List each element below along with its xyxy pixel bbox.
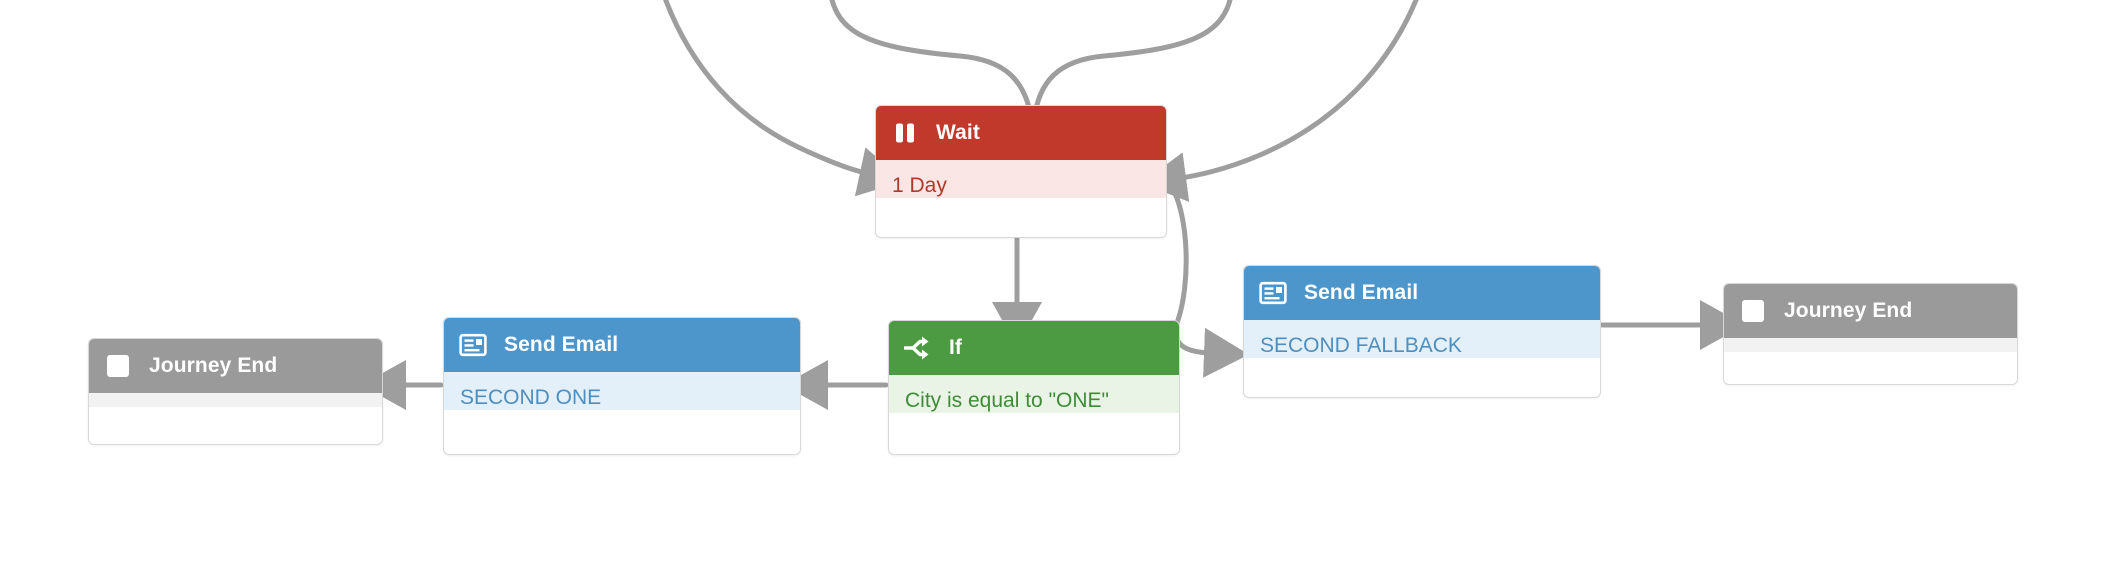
- edge-far-left-curve: [663, 0, 905, 197]
- node-email-second-one-header: Send Email: [444, 318, 800, 372]
- node-wait-header: Wait: [876, 106, 1166, 160]
- node-wait-subtitle: 1 Day: [876, 160, 1166, 198]
- send-email-icon: [458, 330, 488, 360]
- stop-square-icon: [1738, 296, 1768, 326]
- node-email-second-one[interactable]: Send Email SECOND ONE: [443, 317, 801, 455]
- edge-top-merge-left: [829, 0, 1035, 125]
- node-if-header: If: [889, 321, 1179, 375]
- node-if-title: If: [949, 336, 963, 359]
- node-wait-title: Wait: [936, 121, 980, 144]
- node-journey-end-left-title: Journey End: [149, 354, 278, 377]
- node-email-second-fallback-header: Send Email: [1244, 266, 1600, 320]
- send-email-icon: [1258, 278, 1288, 308]
- stop-square-icon: [103, 351, 133, 381]
- node-journey-end-right[interactable]: Journey End: [1723, 283, 2018, 385]
- node-journey-end-right-subtitle: [1724, 338, 2017, 352]
- node-journey-end-right-title: Journey End: [1784, 299, 1913, 322]
- node-email-second-fallback-title: Send Email: [1304, 281, 1419, 304]
- edge-top-merge-right: [1031, 0, 1233, 125]
- node-wait[interactable]: Wait 1 Day: [875, 105, 1167, 238]
- node-if-subtitle: City is equal to "ONE": [889, 375, 1179, 413]
- node-journey-end-left[interactable]: Journey End: [88, 338, 383, 445]
- node-email-second-fallback-subtitle: SECOND FALLBACK: [1244, 320, 1600, 358]
- edge-far-right-curve: [1141, 0, 1419, 202]
- split-branch-icon: [903, 333, 933, 363]
- node-email-second-one-title: Send Email: [504, 333, 619, 356]
- node-if[interactable]: If City is equal to "ONE": [888, 320, 1180, 455]
- node-email-second-fallback[interactable]: Send Email SECOND FALLBACK: [1243, 265, 1601, 398]
- node-email-second-one-subtitle: SECOND ONE: [444, 372, 800, 410]
- edge-wait-to-fallback: [1167, 181, 1249, 378]
- node-journey-end-right-header: Journey End: [1724, 284, 2017, 338]
- node-journey-end-left-subtitle: [89, 393, 382, 407]
- pause-icon: [890, 118, 920, 148]
- node-journey-end-left-header: Journey End: [89, 339, 382, 393]
